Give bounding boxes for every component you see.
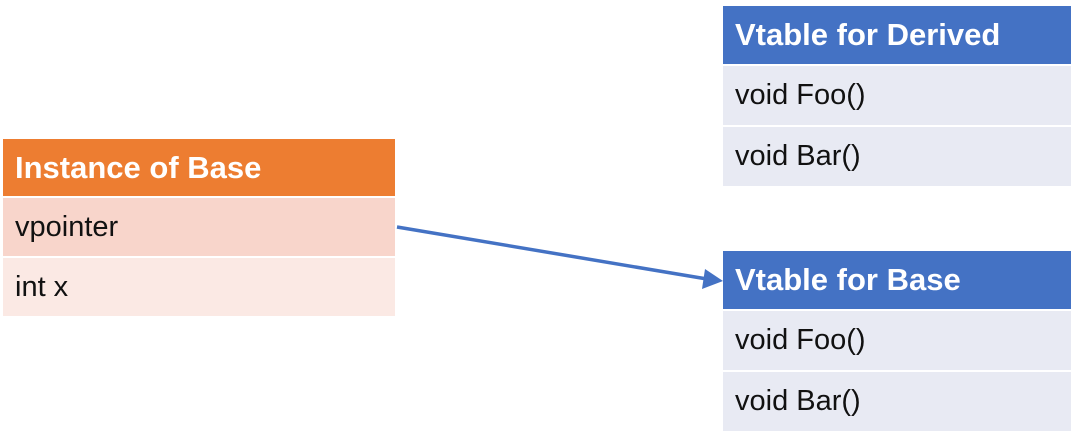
vtable-base-row-foo: void Foo() bbox=[723, 309, 1071, 370]
instance-row-int-x: int x bbox=[3, 256, 395, 316]
vtable-for-derived-table: Vtable for Derived void Foo() void Bar() bbox=[723, 6, 1071, 186]
instance-of-base-header: Instance of Base bbox=[3, 139, 395, 196]
instance-row-vpointer: vpointer bbox=[3, 196, 395, 256]
vtable-derived-row-foo: void Foo() bbox=[723, 64, 1071, 125]
instance-of-base-table: Instance of Base vpointer int x bbox=[3, 139, 395, 316]
arrow-line bbox=[396, 225, 708, 281]
vtable-base-header: Vtable for Base bbox=[723, 251, 1071, 309]
vtable-for-base-table: Vtable for Base void Foo() void Bar() bbox=[723, 251, 1071, 431]
vtable-base-row-bar: void Bar() bbox=[723, 370, 1071, 431]
arrowhead-icon bbox=[702, 269, 723, 289]
vtable-derived-header: Vtable for Derived bbox=[723, 6, 1071, 64]
vtable-derived-row-bar: void Bar() bbox=[723, 125, 1071, 186]
